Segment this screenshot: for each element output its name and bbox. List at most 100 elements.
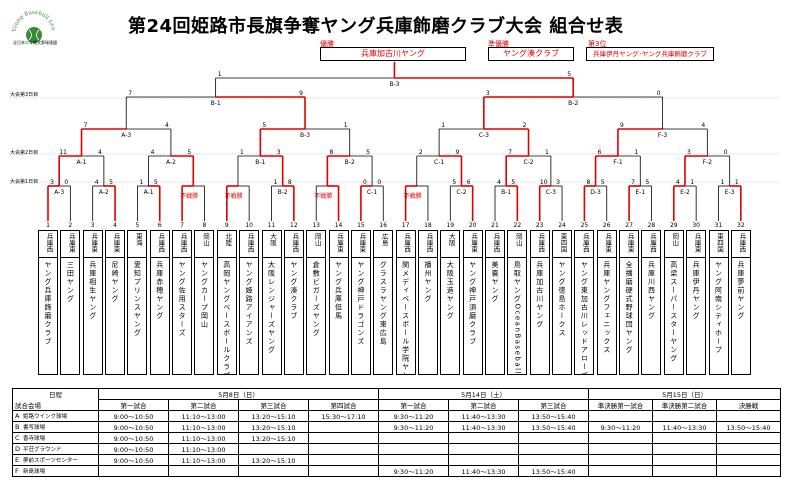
schedule-day-2: 5月14日（土）: [378, 388, 590, 400]
team-entry: 兵庫東三田ヤング: [60, 230, 81, 375]
schedule-time-cell: 13:50～15:40: [518, 465, 590, 477]
team-entry: 兵庫西兵庫加古川ヤング: [529, 230, 550, 375]
team-number: 16: [379, 222, 388, 229]
team-region: 兵庫西: [290, 233, 299, 253]
team-region: 兵庫西: [581, 233, 590, 253]
baseball-logo-icon: Young Baseball League: [10, 6, 56, 43]
schedule-time-cell: 11:10～13:00: [168, 443, 239, 455]
schedule-time-cell: [307, 443, 380, 455]
team-number: 13: [312, 222, 320, 229]
team-number: 10: [245, 222, 253, 229]
match-score: 8: [586, 179, 590, 186]
walkover-label: 不戦勝: [404, 192, 422, 200]
team-region: 大阪: [268, 233, 277, 246]
schedule-time-cell: 9:00～10:50: [98, 443, 169, 455]
match-score: 5: [567, 71, 571, 78]
team-name: 兵庫相生ヤング: [88, 261, 97, 321]
match-score: 8: [288, 179, 292, 186]
schedule-time-cell: 11:40～13:30: [448, 410, 520, 422]
schedule-time-cell: [448, 443, 520, 455]
venue-name: 書写球場: [23, 425, 46, 431]
match-label: F-3: [658, 132, 668, 139]
match-label: A-3: [121, 132, 131, 139]
schedule-column-header: 第一試合: [98, 399, 169, 411]
page-title: 第24回姫路市長旗争奪ヤング兵庫飾磨クラブ大会 組合せ表: [128, 16, 624, 37]
schedule-time-cell: [588, 410, 654, 422]
schedule-time-cell: [448, 454, 520, 466]
match-score: 5: [452, 179, 456, 186]
team-name: 播州ヤング: [423, 261, 432, 304]
match-label: B-3: [389, 81, 399, 88]
team-divider: [396, 257, 415, 258]
match-score: 8: [329, 149, 333, 156]
match-score: 1: [721, 179, 725, 186]
schedule-header-venue: 試合会場: [12, 399, 99, 411]
match-label: C-2: [523, 159, 533, 166]
team-region: 岡山: [514, 233, 523, 246]
team-name: 兵庫川西ヤング: [647, 261, 656, 321]
schedule-time-cell: [238, 465, 309, 477]
walkover-label: 不戦勝: [180, 192, 198, 200]
schedule-column-header: 第二試合: [168, 399, 239, 411]
schedule-time-cell: 15:30～17:10: [307, 410, 380, 422]
team-name: 兵庫加古川ヤング: [535, 261, 544, 329]
venue-name: 姫路ウインク球場: [23, 414, 68, 420]
team-name: ヤング徳島ホークス: [558, 261, 567, 338]
team-divider: [508, 257, 527, 258]
team-divider: [217, 257, 236, 258]
schedule-column-row: 試合会場 第一試合第二試合第三試合第四試合第一試合第二試合第三試合準決勝第一試合…: [12, 399, 782, 411]
match-label: E-2: [680, 189, 690, 196]
team-number: 15: [357, 222, 365, 229]
schedule-time-cell: [307, 432, 380, 444]
team-number: 4: [113, 222, 117, 229]
schedule-time-cell: [168, 465, 239, 477]
match-score: 1: [274, 179, 278, 186]
team-name: ヤング阿南シティホープ: [714, 261, 723, 355]
team-entry: 兵庫西ヤング姫路アイアンズ: [239, 230, 260, 375]
team-number: 21: [491, 222, 499, 229]
team-number: 5: [135, 222, 140, 229]
schedule-time-cell: 11:10～13:00: [168, 421, 239, 433]
venue-name: 平荘グラウンド: [23, 447, 62, 453]
team-name: 大阪レンジャーズヤング: [267, 261, 276, 355]
match-score: 4: [497, 179, 501, 186]
team-region: 兵庫東: [112, 233, 121, 253]
match-score: 4: [676, 179, 680, 186]
team-name: ヤング神戸須磨クラブ: [468, 261, 477, 346]
schedule-time-cell: [378, 454, 450, 466]
schedule-time-cell: 9:30～11:20: [378, 421, 450, 433]
team-number: 31: [714, 222, 723, 229]
team-entry: 兵庫西兵庫赤穂ヤング: [149, 230, 170, 375]
schedule-time-cell: 13:50～15:40: [716, 421, 782, 433]
team-region: 大阪: [447, 233, 456, 246]
team-entry: 兵庫西ヤング東加古川レッドアローズ: [574, 230, 595, 375]
team-divider: [374, 257, 393, 258]
team-divider: [664, 257, 683, 258]
team-number: 30: [692, 222, 700, 229]
team-number: 25: [580, 222, 589, 229]
third-place-label: 第3位: [588, 40, 607, 48]
team-entry: 兵庫東兵庫ヤングフェニックス: [596, 230, 617, 375]
schedule-time-cell: [588, 443, 654, 455]
schedule-time-cell: [307, 454, 380, 466]
team-entry: 広島グラスラヤング東広島: [373, 230, 394, 375]
team-name: 兵庫赤穂ヤング: [155, 261, 164, 321]
team-entry: 北陸高岡ヤングベースボールクラブ: [216, 230, 237, 375]
team-name: 美嚢ヤング: [491, 261, 499, 304]
team-divider: [307, 257, 326, 258]
match-label: B-2: [278, 189, 288, 196]
team-entry: 岡山倉敷ビガーズヤング: [306, 230, 327, 375]
team-number: 3: [90, 222, 95, 229]
match-score: 5: [366, 149, 370, 156]
match-score: 2: [419, 149, 423, 156]
match-score: 7: [631, 179, 635, 186]
match-score: 1: [218, 71, 222, 78]
team-region: 兵庫東: [357, 233, 366, 253]
team-region: 兵庫東: [693, 233, 702, 253]
team-name: 兵庫ヤングフェニックス: [602, 261, 611, 355]
match-label: C-1: [434, 159, 444, 166]
match-score: 6: [467, 179, 471, 186]
match-score: 9: [299, 90, 303, 97]
